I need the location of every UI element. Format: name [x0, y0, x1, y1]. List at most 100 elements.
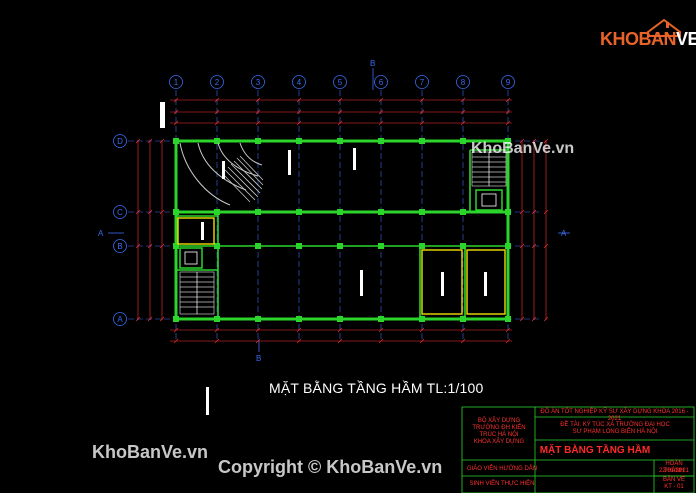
column — [505, 209, 511, 215]
row-label-D: D — [117, 137, 123, 146]
dim-tick — [419, 338, 425, 344]
dim-tick — [378, 338, 384, 344]
title-block-sheet-no: KT - 01 — [664, 484, 684, 490]
column — [460, 138, 466, 144]
dim-tick — [214, 120, 220, 126]
axis-bubble-4 — [292, 75, 306, 89]
dim-tick — [255, 120, 261, 126]
title-block-sheet-label: BẢN VẼ — [662, 477, 685, 483]
dim-tick — [337, 97, 343, 103]
doors — [177, 217, 506, 315]
top-dimension-lines — [170, 99, 512, 124]
column — [419, 209, 425, 215]
title-block-advisor: GIÁO VIÊN HƯỚNG DẪN — [466, 466, 538, 472]
dim-tick — [255, 97, 261, 103]
axis-bubble-6 — [374, 75, 388, 89]
title-block-date: 22/01/2021 — [658, 468, 690, 474]
column — [173, 243, 179, 249]
dim-tick — [337, 327, 343, 333]
column — [419, 243, 425, 249]
dim-tick — [173, 327, 179, 333]
dim-tick — [337, 338, 343, 344]
column — [460, 209, 466, 215]
row-bubble-A — [113, 312, 127, 326]
dim-tick — [378, 109, 384, 115]
dim-tick — [296, 97, 302, 103]
dim-tick — [543, 316, 549, 322]
column — [173, 316, 179, 322]
dim-tick — [505, 327, 511, 333]
column — [214, 138, 220, 144]
dim-tick — [460, 327, 466, 333]
dim-tick — [543, 243, 549, 249]
axis-bubble-5 — [333, 75, 347, 89]
dim-tick — [214, 97, 220, 103]
dimension-ticks — [135, 97, 549, 344]
bottom-dimension-lines — [170, 329, 512, 342]
drawing-caption: MẶT BẰNG TẦNG HẦM TL:1/100 — [269, 380, 484, 396]
dim-tick — [543, 209, 549, 215]
column — [296, 316, 302, 322]
column — [255, 138, 261, 144]
axis-bubble-7 — [415, 75, 429, 89]
dim-tick — [531, 138, 537, 144]
row-bubble-D — [113, 134, 127, 148]
column — [296, 138, 302, 144]
dim-tick — [173, 97, 179, 103]
dim-tick — [460, 120, 466, 126]
dim-tick — [337, 120, 343, 126]
dim-tick — [214, 338, 220, 344]
dim-tick — [505, 97, 511, 103]
column — [337, 209, 343, 215]
dim-tick — [173, 120, 179, 126]
dim-tick — [255, 327, 261, 333]
dim-tick — [159, 316, 165, 322]
column — [173, 138, 179, 144]
section-mark-left: A — [98, 229, 104, 238]
axis-bubble-8 — [456, 75, 470, 89]
dim-tick — [135, 316, 141, 322]
dim-tick — [419, 327, 425, 333]
row-bubble-B — [113, 239, 127, 253]
dim-tick — [543, 138, 549, 144]
copyright-watermark: Copyright © KhoBanVe.vn — [218, 457, 443, 477]
dim-tick — [531, 316, 537, 322]
section-marks: B B A A — [98, 59, 567, 363]
title-block-student: SINH VIÊN THỰC HIỆN — [469, 481, 535, 487]
dim-tick — [135, 243, 141, 249]
dim-tick — [531, 209, 537, 215]
dim-tick — [135, 138, 141, 144]
dim-tick — [147, 316, 153, 322]
right-dimension-lines — [521, 140, 547, 320]
column — [378, 209, 384, 215]
column — [378, 316, 384, 322]
column — [214, 209, 220, 215]
column — [337, 316, 343, 322]
column — [505, 316, 511, 322]
axis-bubble-2 — [210, 75, 224, 89]
white-markers — [160, 102, 487, 415]
dim-tick — [519, 209, 525, 215]
column — [505, 243, 511, 249]
dim-tick — [378, 120, 384, 126]
dim-tick — [419, 109, 425, 115]
dim-tick — [337, 109, 343, 115]
column — [505, 138, 511, 144]
section-mark-right: A — [561, 229, 567, 238]
dim-tick — [519, 243, 525, 249]
vehicle-ramp — [179, 142, 263, 206]
dim-tick — [460, 109, 466, 115]
column — [460, 316, 466, 322]
axis-label-2: 2 — [215, 78, 220, 87]
left-dimension-lines — [137, 140, 163, 320]
dim-tick — [296, 338, 302, 344]
dim-tick — [159, 243, 165, 249]
axis-label-3: 3 — [256, 78, 261, 87]
column — [214, 316, 220, 322]
column — [255, 243, 261, 249]
structural-columns — [173, 138, 511, 322]
axis-label-9: 9 — [506, 78, 511, 87]
dim-tick — [419, 97, 425, 103]
stair-right — [471, 151, 507, 187]
